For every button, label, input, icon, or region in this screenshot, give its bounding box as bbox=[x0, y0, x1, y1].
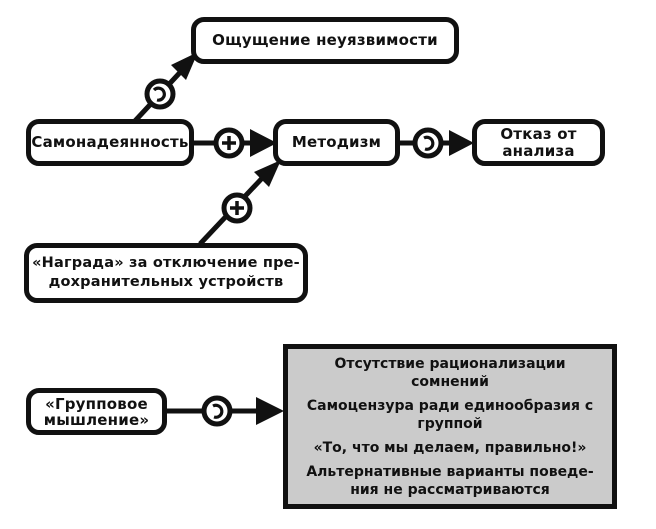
edge-methodism-to-refusal bbox=[398, 127, 474, 159]
node-label-line2: анализа bbox=[502, 141, 575, 160]
reversal-sign-icon bbox=[412, 127, 444, 159]
node-methodism: Методизм bbox=[273, 119, 400, 166]
symptom-item: Отсутствие рационализации сомнений bbox=[294, 355, 606, 391]
node-overconfidence: Самонадеянность bbox=[26, 119, 194, 166]
node-label-line1: «Награда» за отключение пре- bbox=[32, 255, 300, 271]
node-groupthink: «Групповое мышление» bbox=[26, 388, 167, 435]
edge-overconfidence-to-methodism bbox=[194, 127, 277, 159]
node-label-line1: «Групповое bbox=[45, 394, 148, 413]
node-refusal-of-analysis: Отказ от анализа bbox=[472, 119, 605, 166]
node-invulnerability: Ощущение неуязвимости bbox=[191, 17, 459, 64]
symptom-text: Отсутствие рационализации сомнений bbox=[334, 355, 566, 390]
symptom-item: Альтернативные варианты поведе- ния не р… bbox=[294, 463, 606, 499]
symptom-text: ния не рассматриваются bbox=[350, 481, 550, 498]
symptom-text: с группой bbox=[417, 397, 594, 432]
symptom-text: Самоцензура ради единообразия bbox=[306, 397, 580, 414]
node-label: Ощущение неуязвимости bbox=[212, 31, 438, 49]
edge-groupthink-to-symptoms bbox=[166, 395, 284, 427]
arrowhead-icon bbox=[250, 129, 277, 157]
reversal-sign-icon bbox=[201, 395, 233, 427]
arrowhead-icon bbox=[171, 52, 198, 80]
symptom-text: «То, что мы делаем, правильно!» bbox=[313, 439, 587, 456]
reversal-sign-icon bbox=[144, 78, 176, 110]
node-label: Методизм bbox=[291, 133, 382, 151]
node-reward: «Награда» за отключение пре- дохранитель… bbox=[24, 243, 308, 303]
node-label-line2: дохранительных устройств bbox=[48, 274, 284, 290]
edge-reward-to-methodism bbox=[198, 160, 281, 246]
node-label: Самонадеянность bbox=[31, 133, 189, 151]
plus-sign-icon bbox=[213, 127, 245, 159]
symptom-item: «То, что мы делаем, правильно!» bbox=[294, 439, 606, 457]
arrowhead-icon bbox=[254, 160, 281, 187]
symptoms-box: Отсутствие рационализации сомнений Самоц… bbox=[283, 344, 617, 509]
symptom-text: Альтернативные варианты поведе- bbox=[306, 463, 594, 480]
node-label-line2: мышление» bbox=[43, 410, 150, 429]
arrowhead-icon bbox=[449, 130, 474, 156]
symptom-item: Самоцензура ради единообразия с группой bbox=[294, 397, 606, 433]
node-label-line1: Отказ от bbox=[500, 124, 577, 143]
arrowhead-icon bbox=[256, 397, 284, 425]
plus-sign-icon bbox=[221, 192, 253, 224]
edge-overconfidence-to-invulnerability bbox=[132, 52, 198, 124]
